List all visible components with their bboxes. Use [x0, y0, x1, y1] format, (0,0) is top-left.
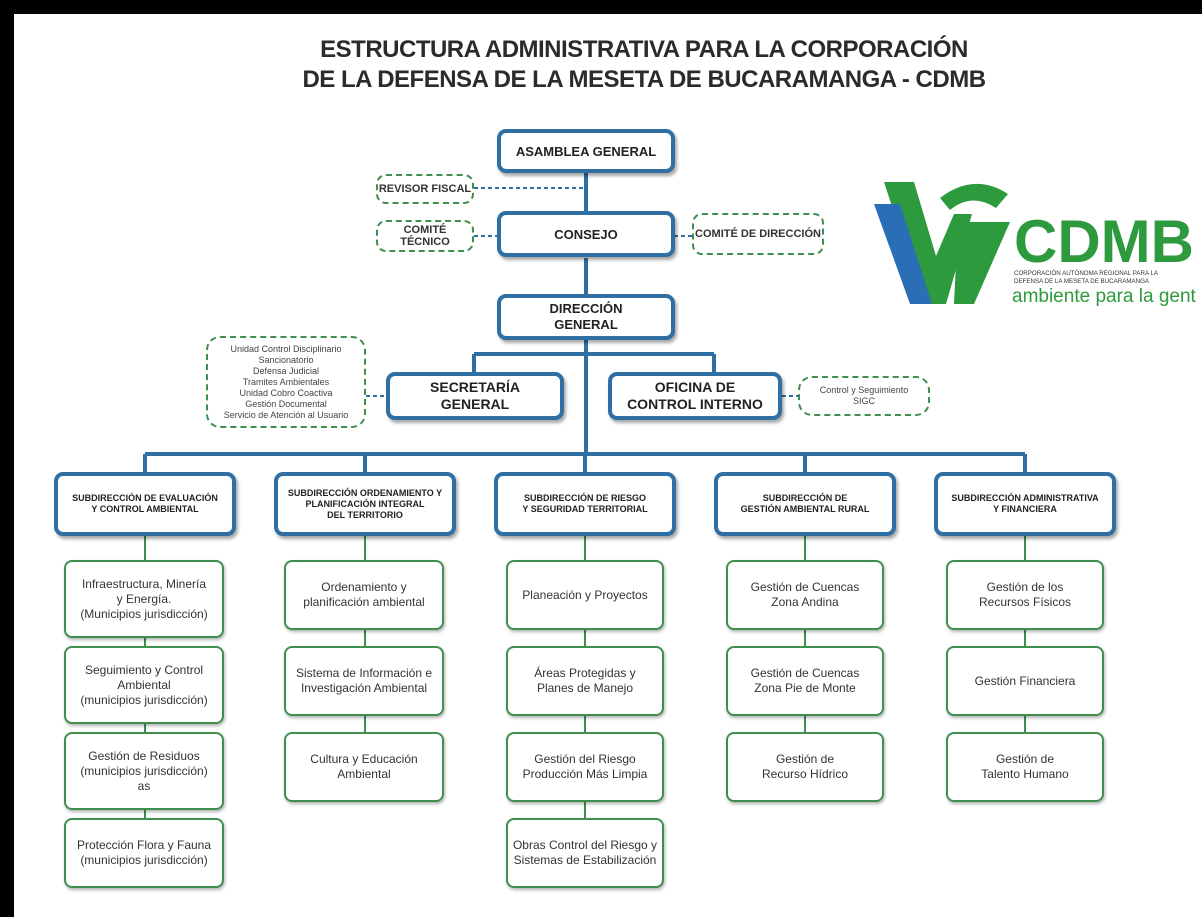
logo-shape-right — [954, 222, 1010, 304]
unit-box-4-3: Gestión de Recurso Hídrico — [726, 732, 884, 802]
unit-box-5-1: Gestión de los Recursos Físicos — [946, 560, 1104, 630]
logo-line-1: CORPORACIÓN AUTÓNOMA REGIONAL PARA LA — [1014, 270, 1159, 277]
unit-box-4-2: Gestión de Cuencas Zona Pie de Monte — [726, 646, 884, 716]
comite-tecnico-box: COMITÉ TÉCNICO — [376, 220, 474, 252]
unit-box-5-3: Gestión de Talento Humano — [946, 732, 1104, 802]
unit-box-4-1: Gestión de Cuencas Zona Andina — [726, 560, 884, 630]
secretaria-units-box: Unidad Control Disciplinario Sancionator… — [206, 336, 366, 428]
logo-leaf — [940, 183, 1008, 210]
unit-box-3-4: Obras Control del Riesgo y Sistemas de E… — [506, 818, 664, 888]
subdireccion-box-2: SUBDIRECCIÓN ORDENAMIENTO Y PLANIFICACIÓ… — [274, 472, 456, 536]
consejo-box: CONSEJO — [497, 211, 675, 257]
unit-box-2-2: Sistema de Información e Investigación A… — [284, 646, 444, 716]
logo-slogan: ambiente para la gente — [1012, 286, 1196, 307]
direccion-general-box: DIRECCIÓN GENERAL — [497, 294, 675, 340]
oficina-units-box: Control y Seguimiento SIGC — [798, 376, 930, 416]
subdireccion-box-3: SUBDIRECCIÓN DE RIESGO Y SEGURIDAD TERRI… — [494, 472, 676, 536]
title-line-2: DE LA DEFENSA DE LA MESETA DE BUCARAMANG… — [302, 66, 986, 93]
unit-box-3-2: Áreas Protegidas y Planes de Manejo — [506, 646, 664, 716]
unit-box-3-3: Gestión del Riesgo Producción Más Limpia — [506, 732, 664, 802]
logo-shape-green — [884, 182, 972, 304]
logo-shape-blue — [874, 204, 932, 304]
comite-direccion-box: COMITÉ DE DIRECCIÓN — [692, 213, 824, 255]
title-line-1: ESTRUCTURA ADMINISTRATIVA PARA LA CORPOR… — [320, 36, 968, 63]
unit-box-1-3: Gestión de Residuos (municipios jurisdic… — [64, 732, 224, 810]
oficina-control-interno-box: OFICINA DE CONTROL INTERNO — [608, 372, 782, 420]
secretaria-general-box: SECRETARÍA GENERAL — [386, 372, 564, 420]
unit-box-1-4: Protección Flora y Fauna (municipios jur… — [64, 818, 224, 888]
unit-box-1-2: Seguimiento y Control Ambiental (municip… — [64, 646, 224, 724]
asamblea-general-box: ASAMBLEA GENERAL — [497, 129, 675, 173]
revisor-fiscal-box: REVISOR FISCAL — [376, 174, 474, 204]
unit-box-3-1: Planeación y Proyectos — [506, 560, 664, 630]
unit-box-2-1: Ordenamiento y planificación ambiental — [284, 560, 444, 630]
org-chart-canvas: ESTRUCTURA ADMINISTRATIVA PARA LA CORPOR… — [14, 14, 1202, 917]
logo-line-2: DEFENSA DE LA MESETA DE BUCARAMANGA — [1014, 278, 1150, 285]
unit-box-2-3: Cultura y Educación Ambiental — [284, 732, 444, 802]
logo-brand: CDMB — [1014, 208, 1194, 275]
unit-box-1-1: Infraestructura, Minería y Energía. (Mun… — [64, 560, 224, 638]
cdmb-logo: CDMB CORPORACIÓN AUTÓNOMA REGIONAL PARA … — [874, 182, 1196, 307]
subdireccion-box-1: SUBDIRECCIÓN DE EVALUACIÓN Y CONTROL AMB… — [54, 472, 236, 536]
subdireccion-box-4: SUBDIRECCIÓN DE GESTIÓN AMBIENTAL RURAL — [714, 472, 896, 536]
unit-box-5-2: Gestión Financiera — [946, 646, 1104, 716]
subdireccion-box-5: SUBDIRECCIÓN ADMINISTRATIVA Y FINANCIERA — [934, 472, 1116, 536]
